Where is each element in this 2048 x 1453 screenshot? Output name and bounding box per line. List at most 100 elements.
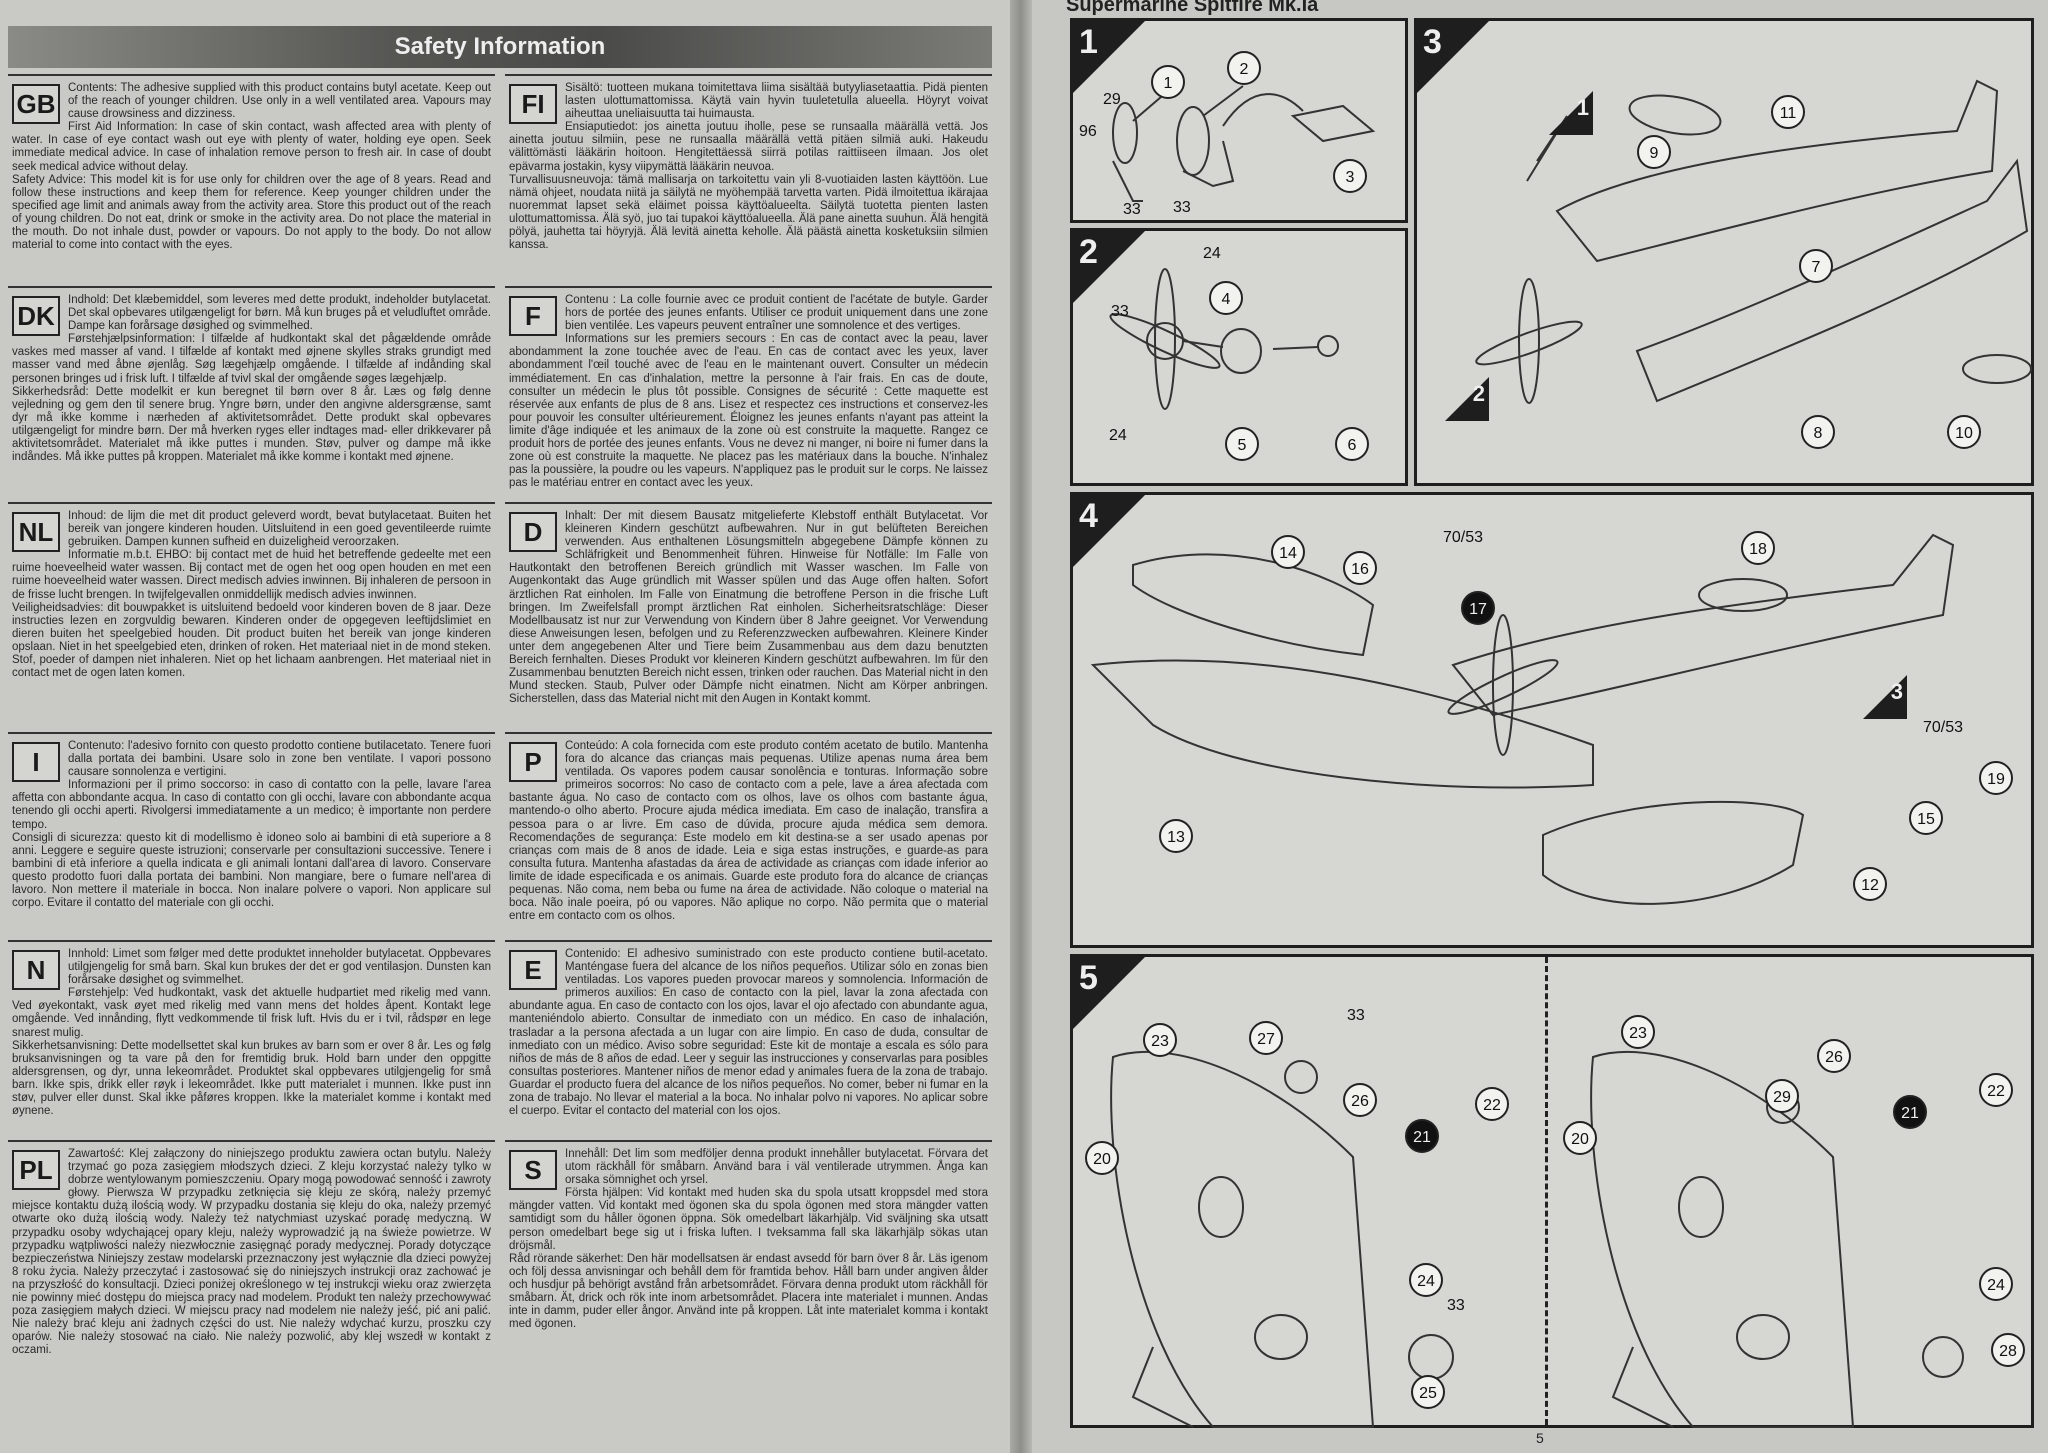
part-number: 33 [1347,1007,1365,1024]
language-code-badge: NL [12,512,60,552]
part-callout: 4 [1209,281,1243,315]
model-title: Supermarine Spitfire Mk.Ia [1066,0,1319,16]
safety-text: Contenuto: l'adesivo fornito con questo … [12,740,491,910]
part-callout: 19 [1979,761,2013,795]
step-5-panel: 5 20 21 [1070,954,2034,1428]
page-number: 5 [1536,1430,1544,1446]
language-code-badge: F [509,296,557,336]
safety-text: Inhalt: Der mit diesem Bausatz mitgelief… [509,510,992,706]
part-callout: 26 [1343,1083,1377,1117]
part-callout: 24 [1979,1267,2013,1301]
safety-text: Indhold: Det klæbemiddel, som leveres me… [12,294,491,464]
language-code-badge: P [509,742,557,782]
part-callout: 17 [1461,591,1495,625]
part-callout: 20 [1085,1141,1119,1175]
part-number: 24 [1109,427,1127,444]
pilot-seat-drawing [1112,85,1376,202]
part-callout: 1 [1151,65,1185,99]
part-callout: 7 [1799,249,1833,283]
step-number: 5 [1073,957,1145,1029]
part-callout: 26 [1817,1039,1851,1073]
language-code-badge: GB [12,84,60,124]
book-spine [1010,0,1032,1453]
language-code-badge: D [509,512,557,552]
part-callout: 15 [1909,801,1943,835]
part-callout: 10 [1947,415,1981,449]
part-callout: 9 [1637,135,1671,169]
language-code-badge: E [509,950,557,990]
part-number: 33 [1123,201,1141,218]
safety-text: Inhoud: de lijm die met dit product gele… [12,510,491,680]
part-number: 24 [1203,245,1221,262]
propeller-drawing [1109,268,1339,410]
safety-text: Conteúdo: A cola fornecida com este prod… [509,740,992,923]
language-code-badge: N [12,950,60,990]
part-callout: 6 [1335,427,1369,461]
safety-text: Contenu : La colle fournie avec ce produ… [509,294,988,490]
part-callout: 23 [1621,1015,1655,1049]
part-number: 33 [1173,199,1191,216]
step-reference-marker: 3 [1863,675,1907,719]
part-callout: 11 [1771,95,1805,129]
part-callout: 24 [1409,1263,1443,1297]
safety-text: Innehåll: Det lim som medföljer denna pr… [509,1148,988,1331]
part-number: 70/53 [1443,529,1484,546]
part-callout: 21 [1893,1095,1927,1129]
language-code-badge: DK [12,296,60,336]
part-number: 70/53 [1923,719,1964,736]
safety-text: Innhold: Limet som følger med dette prod… [12,948,491,1118]
step-number: 2 [1073,231,1145,303]
part-callout: 14 [1271,535,1305,569]
step-reference-marker: 2 [1445,377,1489,421]
part-callout: 22 [1475,1087,1509,1121]
part-callout: 8 [1801,415,1835,449]
step-2-panel: 2 4 5 6 24 33 24 [1070,228,1408,486]
part-callout: 2 [1227,51,1261,85]
language-code-badge: PL [12,1150,60,1190]
assembly-instructions-page: Supermarine Spitfire Mk.Ia 1 1 2 3 [1032,0,2048,1453]
language-code-badge: FI [509,84,557,124]
safety-text: Sisältö: tuotteen mukana toimitettava li… [509,82,988,252]
safety-title-banner: Safety Information [8,26,992,68]
part-number: 29 [1103,91,1121,108]
step-number: 4 [1073,495,1145,567]
fuselage-assembly-drawing [1475,79,2032,404]
part-callout: 22 [1979,1073,2013,1107]
language-code-badge: S [509,1150,557,1190]
part-callout: 18 [1741,531,1775,565]
part-callout: 29 [1765,1079,1799,1113]
part-number: 33 [1447,1297,1465,1314]
part-callout: 3 [1333,159,1367,193]
part-callout: 16 [1343,551,1377,585]
step-number: 3 [1417,21,1489,93]
variant-divider [1545,957,1548,1425]
step-4-panel: 4 3 12 13 14 15 16 17 18 19 [1070,492,2034,948]
step-reference-marker: 1 [1549,91,1593,135]
part-callout: 28 [1991,1333,2025,1367]
part-callout: 27 [1249,1021,1283,1055]
part-callout: 13 [1159,819,1193,853]
part-callout: 12 [1853,867,1887,901]
landing-gear-drawing [1110,1050,1964,1428]
language-code-badge: I [12,742,60,782]
part-callout: 23 [1143,1023,1177,1057]
wing-assembly-drawing [1090,533,1955,905]
part-callout: 21 [1405,1119,1439,1153]
part-callout: 5 [1225,427,1259,461]
safety-text: Zawartość: Klej załączony do niniejszego… [12,1148,495,1357]
part-number: 33 [1111,303,1129,320]
part-number: 96 [1079,123,1097,140]
